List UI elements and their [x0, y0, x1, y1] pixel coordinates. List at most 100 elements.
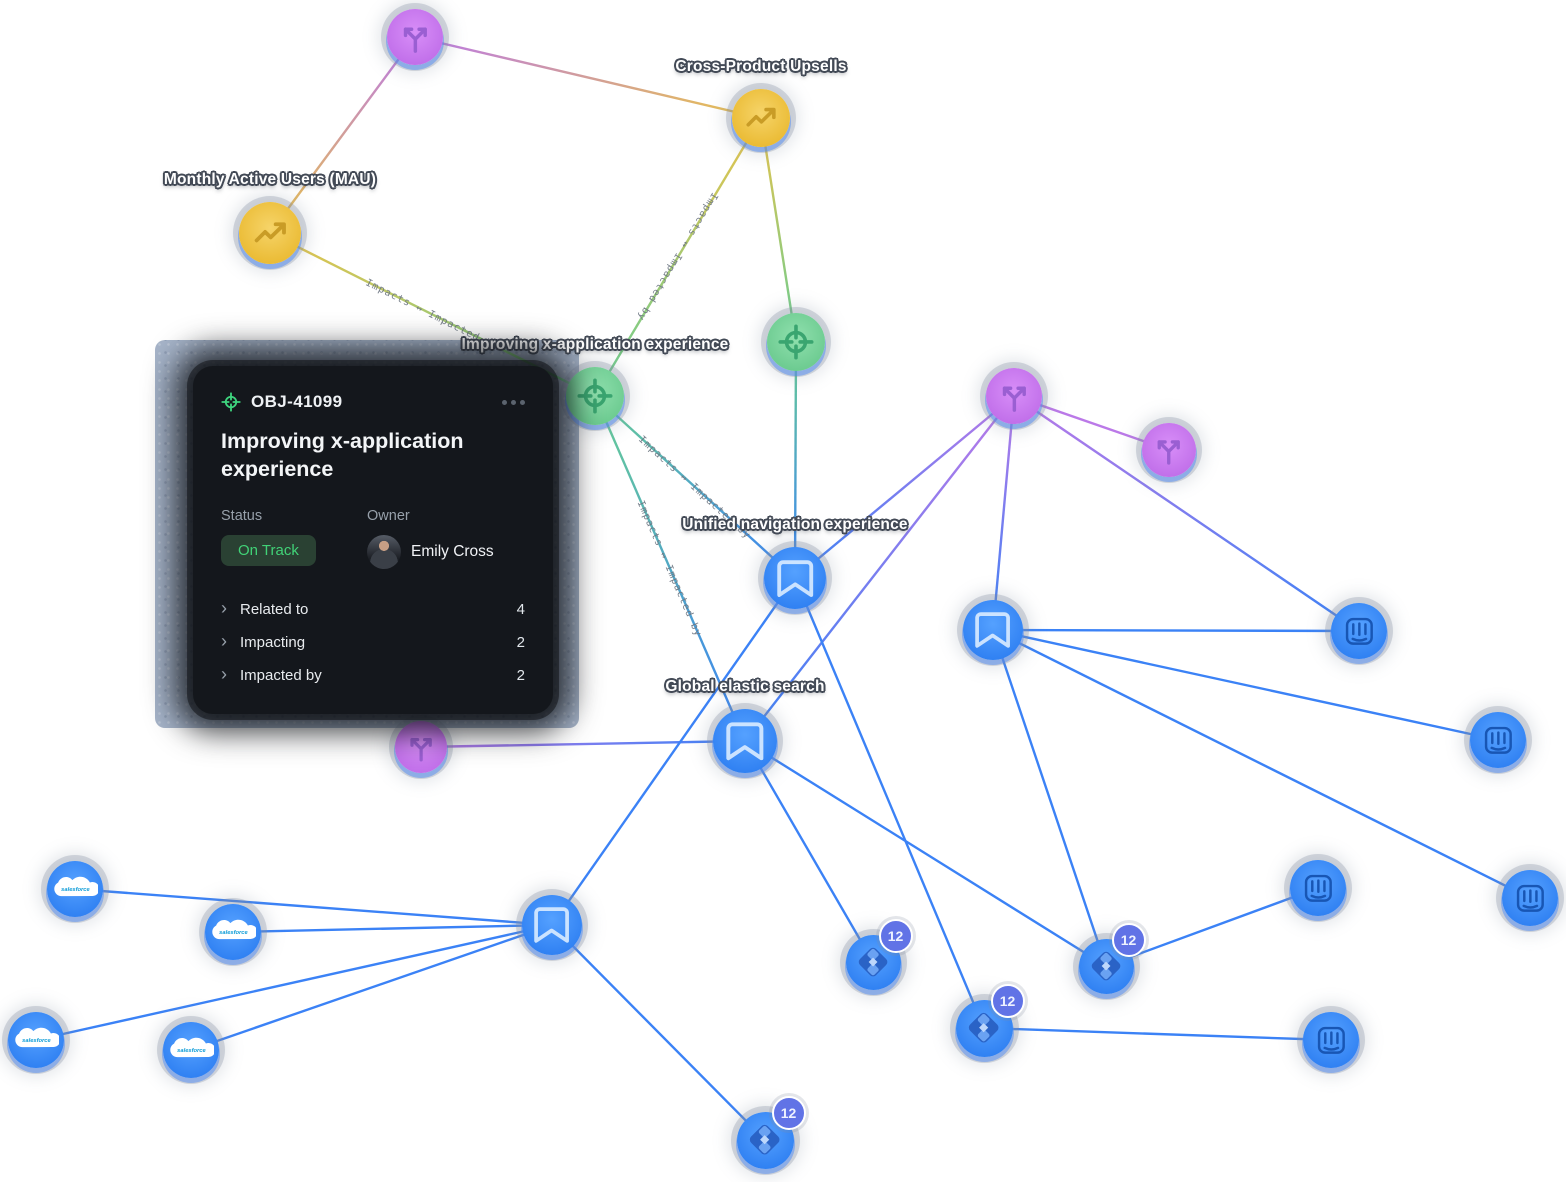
status-label: Status	[221, 507, 263, 524]
edge-relationship-label: Impacts ↔ Impacted by	[635, 499, 704, 639]
node-ic-2[interactable]	[1470, 712, 1526, 768]
split-arrows-icon	[997, 379, 1032, 414]
trend-up-icon	[251, 214, 289, 252]
edge-kr-r1-search	[744, 395, 1015, 742]
count-badge: 12	[771, 1095, 806, 1130]
edge-hub-ic-2	[992, 628, 1499, 742]
split-arrows-icon	[398, 20, 433, 55]
edge-proj-sf-2	[232, 923, 553, 934]
owner-label: Owner	[367, 507, 410, 524]
owner-name: Emily Cross	[411, 542, 494, 560]
more-menu-button[interactable]	[498, 399, 525, 405]
related-to-row[interactable]: › Related to 4	[221, 593, 525, 626]
edge-kr-left-search	[420, 739, 746, 749]
node-kr-r1[interactable]	[986, 368, 1042, 424]
node-hub[interactable]	[963, 600, 1023, 660]
svg-text:salesforce: salesforce	[22, 1038, 51, 1044]
count-badge: 12	[1111, 922, 1146, 957]
relation-label: Impacting	[240, 633, 306, 651]
node-sf-4[interactable]: salesforce	[163, 1022, 219, 1078]
jira-icon	[856, 945, 890, 979]
node-mau[interactable]	[239, 202, 301, 264]
svg-text:salesforce: salesforce	[177, 1048, 206, 1054]
node-kr-left[interactable]	[395, 721, 447, 773]
edge-hub-ic-4	[992, 628, 1531, 900]
node-ic-3[interactable]	[1290, 860, 1346, 916]
node-ic-4[interactable]	[1502, 870, 1558, 926]
edge-nav-jira-3	[793, 577, 986, 1029]
bookmark-icon	[974, 611, 1011, 649]
target-icon	[778, 324, 814, 360]
jira-icon	[966, 1010, 1001, 1045]
node-ic-1[interactable]	[1331, 603, 1387, 659]
target-icon	[577, 378, 613, 414]
chevron-right-icon: ›	[221, 598, 227, 619]
node-jira-3[interactable]: 12	[955, 983, 1025, 1057]
edge-jira-2-ic-3	[1105, 886, 1319, 968]
node-nav[interactable]	[764, 547, 826, 609]
edge-jira-3-ic-5	[983, 1026, 1332, 1042]
node-sf-3[interactable]: salesforce	[8, 1012, 64, 1068]
intercom-icon	[1481, 723, 1516, 758]
intercom-icon	[1301, 871, 1336, 906]
node-kr-r2[interactable]	[1142, 423, 1196, 477]
svg-text:salesforce: salesforce	[219, 930, 248, 936]
edge-cpu-obj-1	[593, 117, 763, 397]
node-proj[interactable]	[522, 895, 582, 955]
node-cpu[interactable]	[732, 89, 790, 147]
objective-target-icon	[221, 392, 241, 412]
objective-detail-card[interactable]: OBJ-41099 Improving x-application experi…	[193, 366, 553, 714]
status-badge: On Track	[221, 534, 316, 566]
node-kr-top[interactable]	[387, 9, 443, 65]
edge-obj-2-nav	[793, 341, 798, 579]
edge-cpu-obj-2	[759, 117, 798, 343]
edge-proj-sf-3	[35, 923, 553, 1042]
edge-kr-r1-nav	[794, 395, 1015, 579]
impacted-by-row[interactable]: › Impacted by 2	[221, 659, 525, 692]
count-badge: 12	[990, 983, 1025, 1018]
edge-kr-r1-ic-1	[1013, 395, 1360, 632]
node-obj-2[interactable]	[767, 313, 825, 371]
edge-relationship-label: Impacts ↔ Impacted by	[635, 190, 720, 322]
edge-kr-top-mau	[269, 36, 416, 234]
objective-ref: OBJ-41099	[251, 392, 343, 411]
count-badge: 12	[878, 918, 913, 953]
relation-label: Impacted by	[240, 666, 322, 684]
relation-count: 2	[516, 666, 525, 684]
node-jira-1[interactable]: 12	[845, 918, 913, 990]
edge-search-jira-1	[743, 740, 875, 963]
edge-kr-r1-hub	[991, 395, 1016, 631]
intercom-icon	[1342, 614, 1377, 649]
relation-count: 4	[516, 600, 525, 618]
node-sf-1[interactable]: salesforce	[47, 861, 103, 917]
edge-proj-sf-4	[190, 923, 553, 1052]
edge-obj-1-nav	[594, 395, 796, 579]
bookmark-icon	[725, 721, 765, 761]
edge-hub-ic-1	[992, 628, 1360, 633]
node-sf-2[interactable]: salesforce	[205, 904, 261, 960]
bookmark-icon	[776, 559, 814, 597]
node-search[interactable]	[713, 709, 777, 773]
chevron-right-icon: ›	[221, 664, 227, 685]
node-obj-1[interactable]	[566, 367, 624, 425]
split-arrows-icon	[1152, 433, 1185, 466]
edge-relationship-label: Impacts ↔ Impacted by	[364, 277, 501, 353]
owner-avatar	[367, 534, 401, 569]
node-jira-2[interactable]: 12	[1078, 922, 1146, 994]
jira-icon	[1089, 949, 1123, 983]
impacting-row[interactable]: › Impacting 2	[221, 626, 525, 659]
relation-label: Related to	[240, 600, 309, 618]
salesforce-cloud-icon: salesforce	[52, 874, 98, 904]
salesforce-cloud-icon: salesforce	[13, 1025, 59, 1055]
node-jira-4[interactable]: 12	[736, 1095, 806, 1169]
node-ic-5[interactable]	[1303, 1012, 1359, 1068]
split-arrows-icon	[405, 731, 437, 763]
card-title: Improving x-application experience	[221, 429, 464, 481]
bookmark-icon	[533, 906, 570, 944]
intercom-icon	[1314, 1023, 1349, 1058]
relation-count: 2	[516, 633, 525, 651]
chevron-right-icon: ›	[221, 631, 227, 652]
